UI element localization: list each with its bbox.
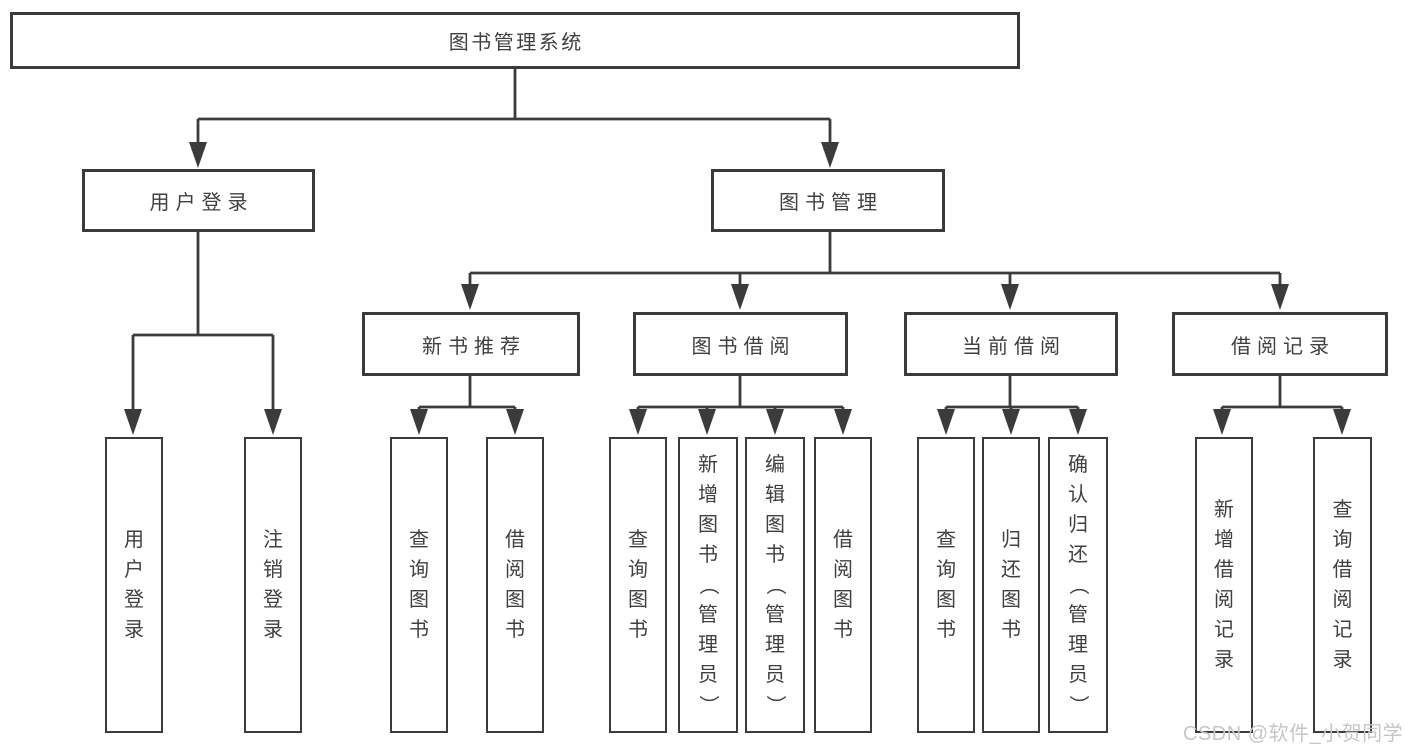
leaf-borrow-books-recommend: 借阅图书	[486, 437, 544, 733]
leaf-query-books-recommend: 查询图书	[390, 437, 448, 733]
node-user-login: 用户登录	[82, 169, 315, 232]
leaf-borrow-books: 借阅图书	[814, 437, 872, 733]
leaf-query-books-current: 查询图书	[917, 437, 975, 733]
leaf-query-borrow-record: 查询借阅记录	[1313, 437, 1372, 733]
leaf-edit-books-admin: 编辑图书（管理员）	[745, 437, 805, 733]
leaf-query-books-borrow: 查询图书	[609, 437, 667, 733]
watermark: CSDN @软件_小贺同学	[1183, 723, 1404, 745]
leaf-user-login: 用户登录	[105, 437, 163, 733]
leaf-add-borrow-record: 新增借阅记录	[1195, 437, 1253, 733]
leaf-add-books-admin: 新增图书（管理员）	[678, 437, 738, 733]
leaf-logout: 注销登录	[244, 437, 302, 733]
node-book-borrow: 图书借阅	[633, 312, 848, 376]
node-book-management: 图书管理	[711, 169, 945, 232]
node-library-system: 图书管理系统	[10, 12, 1020, 69]
node-current-borrow: 当前借阅	[904, 312, 1118, 376]
leaf-return-books: 归还图书	[982, 437, 1040, 733]
node-borrow-records: 借阅记录	[1172, 312, 1388, 376]
node-new-book-recommend: 新书推荐	[362, 312, 580, 376]
leaf-confirm-return-admin: 确认归还（管理员）	[1048, 437, 1108, 733]
